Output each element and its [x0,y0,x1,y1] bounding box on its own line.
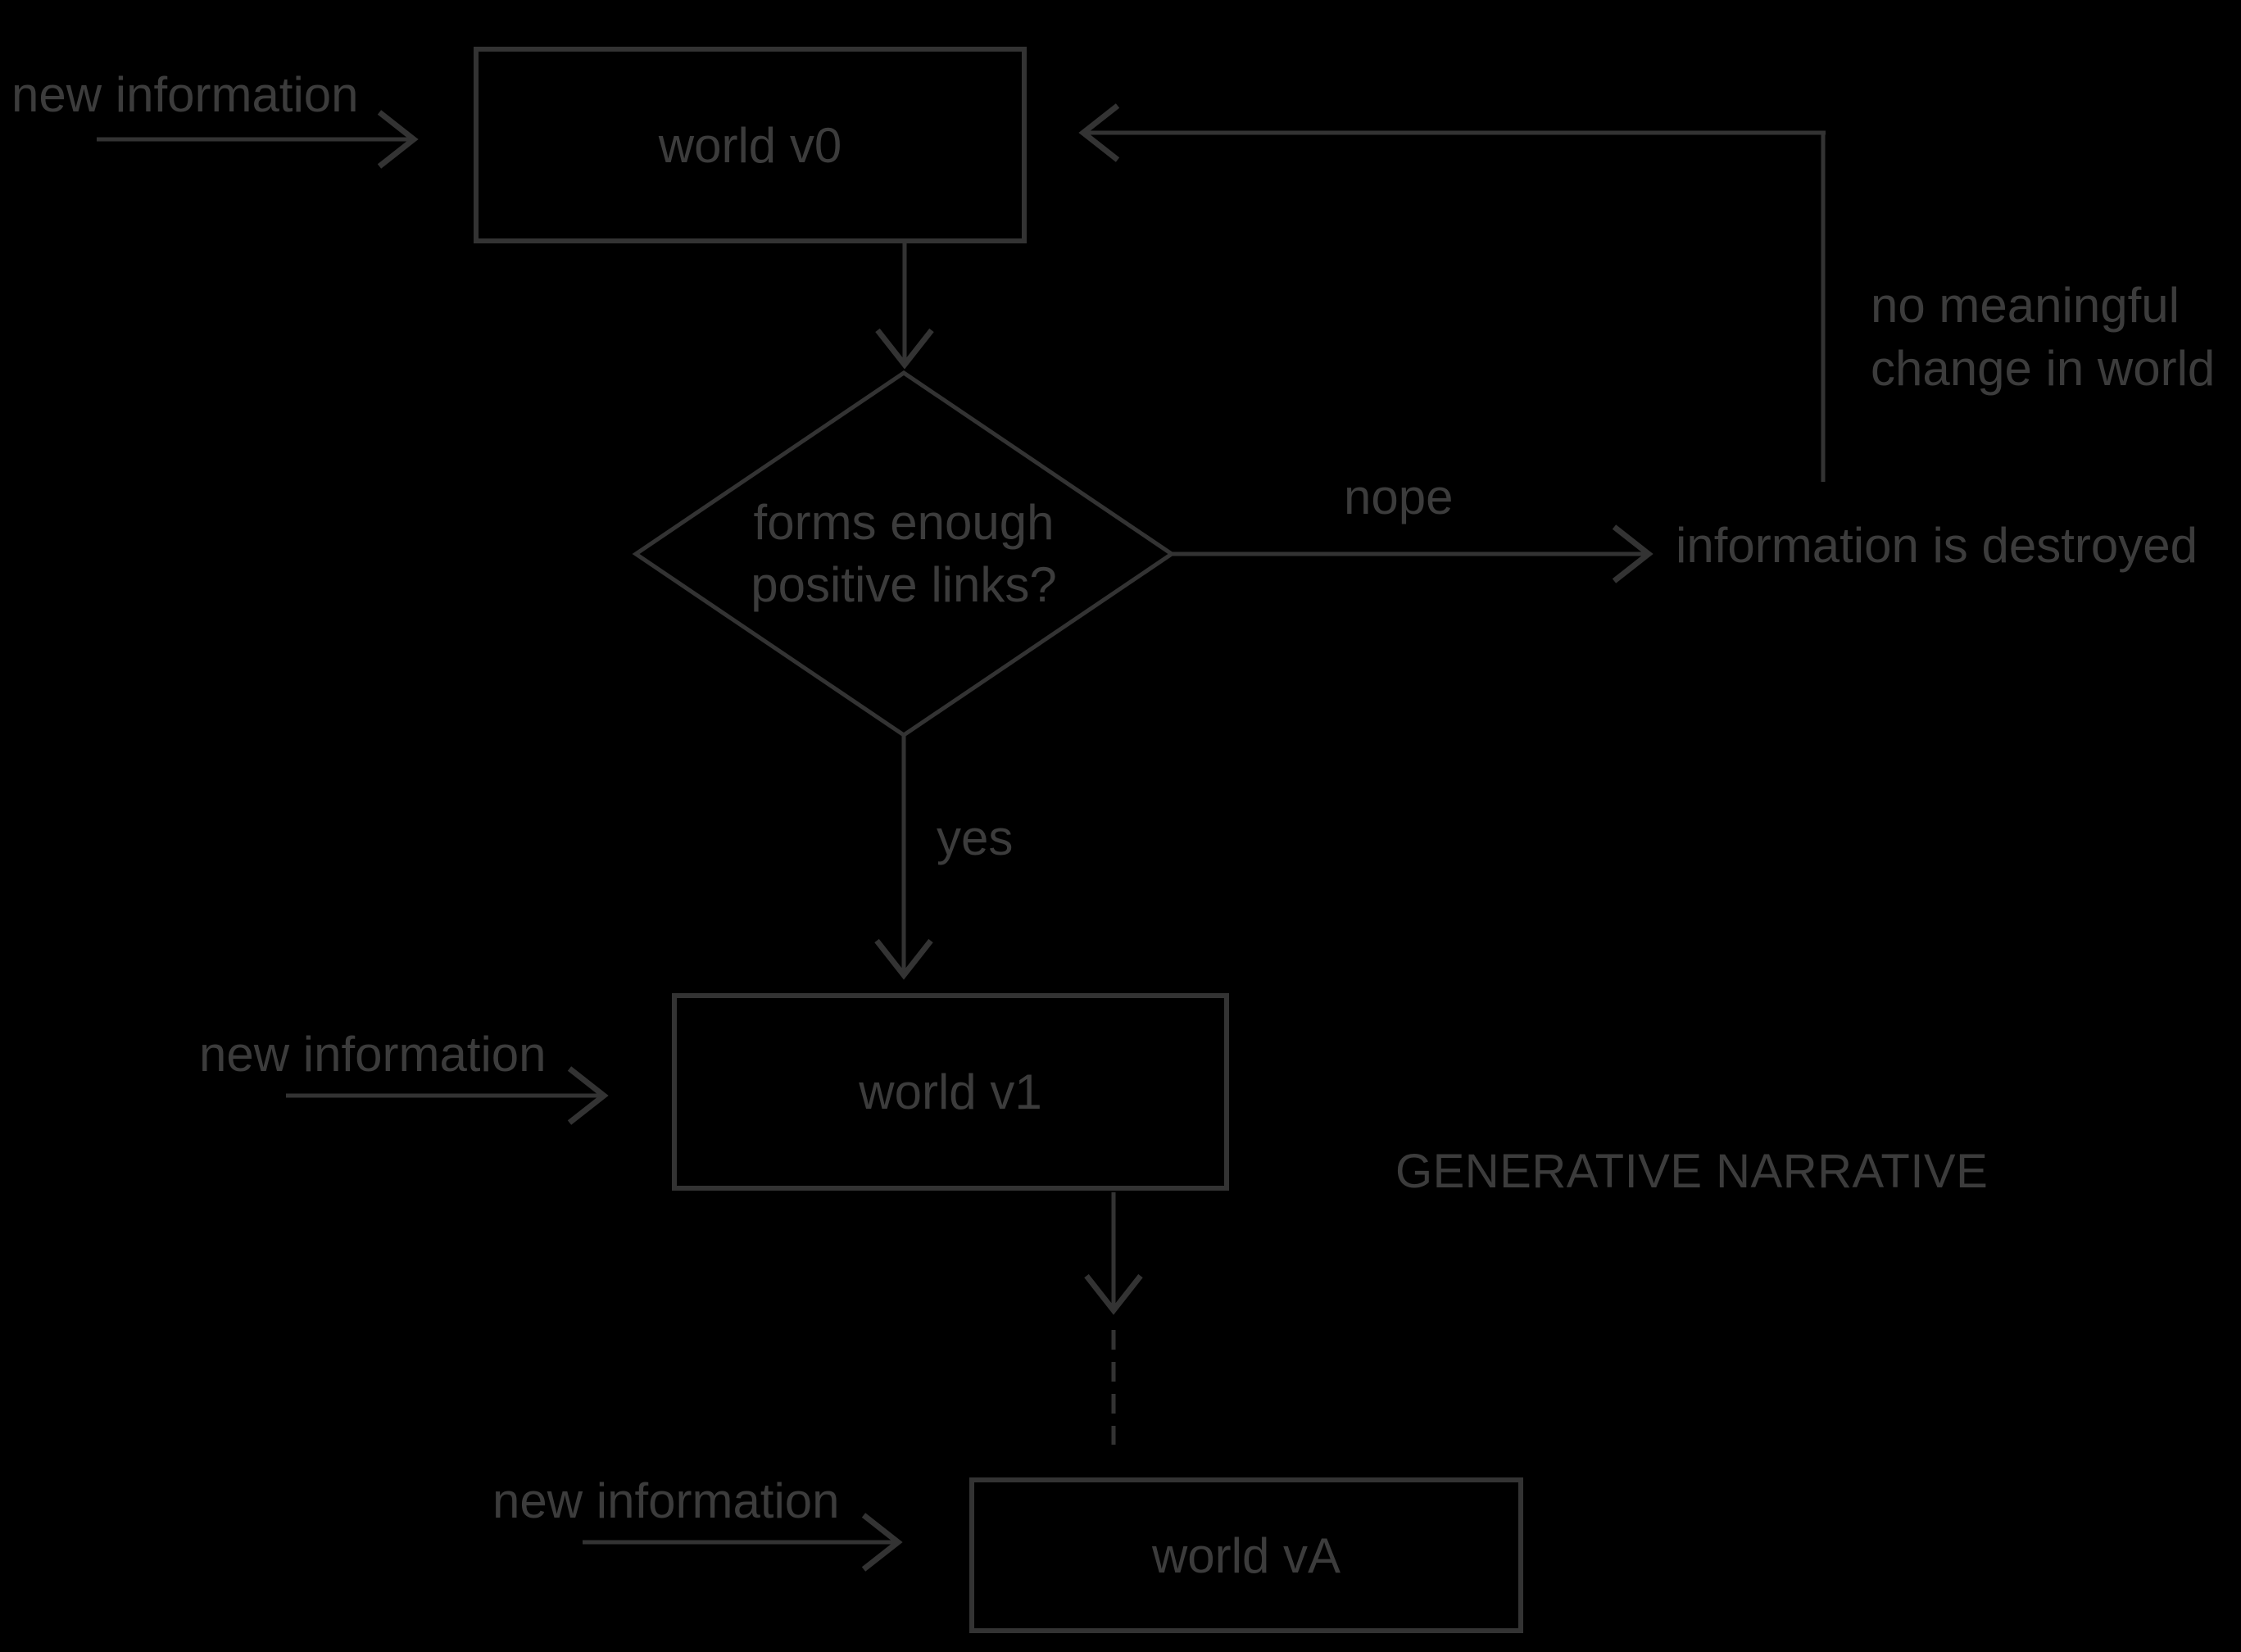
arrowhead-right-decision-to-destroyed [1612,524,1654,583]
label-no-meaningful-change: no meaningful change in world [1871,274,2215,400]
arrowhead-down-v0-to-decision [875,328,934,370]
node-world-vA-label: world vA [1151,1527,1341,1583]
decision-label: forms enough positive links? [658,492,1150,616]
label-new-information-mid: new information [199,1027,547,1082]
label-no-meaningful-line1: no meaningful [1871,278,2180,333]
diagram-caption: GENERATIVE NARRATIVE [1395,1145,1989,1198]
arrowhead-right-new-information-bottom [861,1513,903,1572]
node-world-vA: world vA [969,1477,1523,1633]
decision-label-line1: forms enough [753,495,1055,550]
label-information-destroyed: information is destroyed [1676,518,2198,573]
node-world-v1-label: world v1 [859,1064,1042,1119]
label-new-information-top: new information [11,67,359,122]
decision-label-line2: positive links? [751,557,1057,612]
label-no-meaningful-line2: change in world [1871,341,2216,396]
label-new-information-bottom: new information [492,1473,840,1528]
arrowhead-down-v1 [1084,1273,1143,1315]
node-world-v0: world v0 [474,47,1027,243]
arrowhead-left-loop-to-v0 [1078,103,1120,162]
label-yes: yes [937,810,1014,865]
arrowhead-right-new-information-top [377,110,419,169]
label-nope: nope [1344,470,1454,524]
node-world-v1: world v1 [672,993,1229,1191]
arrowhead-down-decision-to-v1 [874,938,933,980]
node-world-v0-label: world v0 [658,117,842,173]
arrowhead-right-new-information-mid [567,1066,609,1125]
